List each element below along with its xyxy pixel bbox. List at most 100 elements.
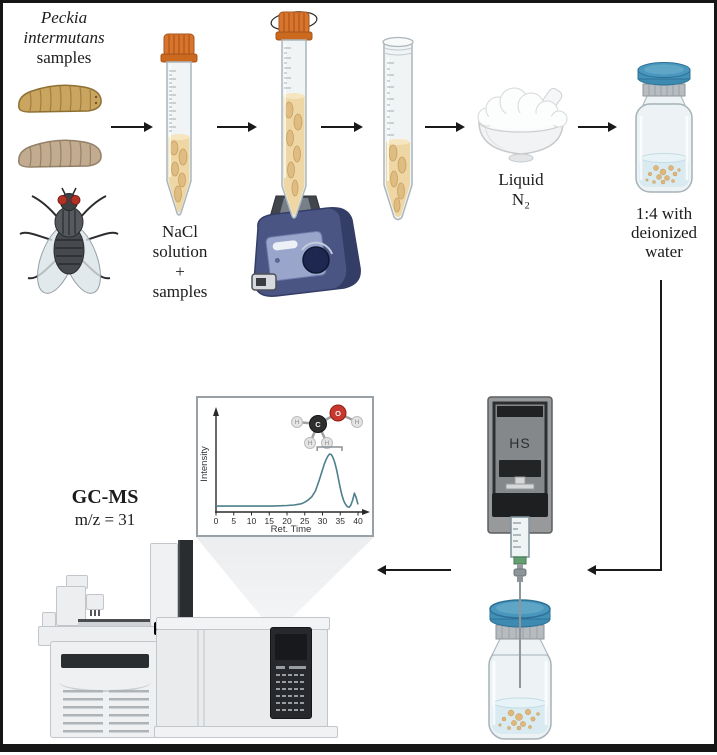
sample-tray-rail	[78, 619, 176, 628]
nacl-label: NaCl solution + samples	[152, 222, 208, 301]
x-tick-label: 40	[353, 516, 363, 526]
tube-rim	[382, 36, 414, 48]
svg-text:H: H	[355, 420, 359, 426]
headspace-vial-icon	[635, 62, 693, 193]
connector-line	[660, 280, 662, 570]
crimp-ring	[642, 83, 686, 97]
svg-text:H: H	[308, 441, 312, 447]
gcms-instrument-icon	[24, 538, 346, 740]
svg-text:C: C	[315, 420, 321, 429]
tube-graduations	[169, 70, 176, 132]
peak-bracket	[316, 446, 343, 451]
orange-cap	[275, 11, 313, 41]
fly-icon	[19, 187, 119, 294]
body-seam	[197, 630, 199, 728]
fly-eye	[57, 195, 68, 205]
svg-text:H: H	[295, 420, 299, 426]
hs-label: HS	[509, 435, 530, 451]
specimen-genus: Peckia	[40, 8, 88, 27]
sample-granules	[645, 165, 681, 185]
x-tick-label: 15	[265, 516, 275, 526]
sampler-block	[499, 460, 541, 477]
vapor-clouds-icon	[477, 87, 568, 129]
autosampler-housing	[150, 543, 178, 627]
gc-oven	[50, 641, 158, 738]
plot-axes	[215, 415, 364, 513]
x-tick-label: 25	[300, 516, 310, 526]
sample-blobs	[388, 144, 407, 213]
injector-side-box	[86, 594, 104, 610]
y-axis-arrow-icon	[213, 407, 219, 416]
flow-arrow-icon	[587, 565, 662, 575]
dilution-label: 1:4 with deionized water	[630, 204, 698, 261]
x-axis-label: Ret. Time	[271, 524, 312, 535]
sample-granules	[498, 708, 540, 731]
hydrogen-atom	[304, 437, 316, 449]
larva-segments	[29, 140, 92, 168]
specimen-label: Peckia intermutans samples	[6, 8, 122, 68]
x-axis-arrow-icon	[362, 509, 370, 515]
x-tick-label: 35	[336, 516, 346, 526]
panel-keypad	[276, 674, 306, 714]
oxygen-atom	[329, 404, 347, 422]
larva-icon	[18, 84, 102, 113]
orange-cap	[160, 33, 198, 63]
oven-door-slot	[61, 654, 149, 668]
sample-blobs	[284, 101, 303, 197]
syringe-plunger	[505, 476, 535, 490]
oven-door-curve	[59, 672, 151, 692]
panel-display	[275, 634, 307, 660]
chromatogram-curve	[216, 453, 359, 508]
sampler-top-bar	[497, 406, 543, 417]
x-tick-label: 10	[247, 516, 257, 526]
oven-vent	[63, 690, 103, 736]
specimen-noun: samples	[36, 48, 92, 67]
tube-graduations	[284, 47, 291, 89]
tube-graduations	[387, 62, 394, 136]
larva-segments	[29, 85, 92, 113]
specimen-species: intermutans	[23, 28, 105, 47]
falcon-tube-open-icon	[382, 36, 414, 221]
fly-eye	[70, 195, 81, 205]
flow-arrow-icon	[321, 122, 363, 132]
gcms-label: GC-MS m/z = 31	[71, 486, 139, 529]
flow-arrow-icon	[377, 565, 451, 575]
speed-knob	[302, 246, 330, 274]
methanol-molecule-icon: H H H H C O	[291, 404, 363, 449]
flow-arrow-icon	[425, 122, 465, 132]
sample-blobs	[169, 140, 188, 203]
falcon-tube-icon	[160, 33, 198, 216]
syringe-icon	[510, 516, 530, 688]
flow-arrow-icon	[578, 122, 617, 132]
hydrogen-atom	[351, 416, 363, 428]
body-seam	[203, 630, 205, 728]
chromatogram-inset: H H H H C O Intensity Ret. Time 0 5 10 15 20…	[196, 396, 374, 537]
chromatogram-plot: H H H H C O Intensity Ret. Time 0 5 10 15 20…	[199, 404, 370, 535]
svg-text:H: H	[325, 441, 329, 447]
liquid-n2-label: Liquid N₂	[498, 170, 544, 209]
falcon-tube-on-vortex-icon	[270, 11, 318, 219]
headspace-sampler-icon: HS	[487, 396, 553, 688]
liquid-nitrogen-bowl-icon	[477, 87, 568, 163]
x-tick-label: 5	[231, 516, 236, 526]
panel-labels	[276, 666, 306, 669]
flow-arrow-icon	[217, 122, 257, 132]
x-tick-label: 0	[214, 516, 219, 526]
x-tick-label: 30	[318, 516, 328, 526]
x-tick-label: 20	[282, 516, 292, 526]
larva-icon	[18, 139, 102, 168]
y-axis-label: Intensity	[199, 446, 210, 482]
autosampler-column	[178, 540, 193, 628]
svg-text:O: O	[335, 409, 341, 418]
flow-arrow-icon	[111, 122, 153, 132]
carbon-atom	[309, 415, 327, 433]
instrument-base	[154, 726, 338, 738]
blue-cap	[637, 62, 691, 86]
injector-pins	[90, 610, 102, 616]
sampler-band	[492, 493, 548, 517]
control-panel	[270, 627, 312, 719]
hydrogen-atom	[321, 437, 333, 449]
hydrogen-atom	[291, 416, 303, 428]
